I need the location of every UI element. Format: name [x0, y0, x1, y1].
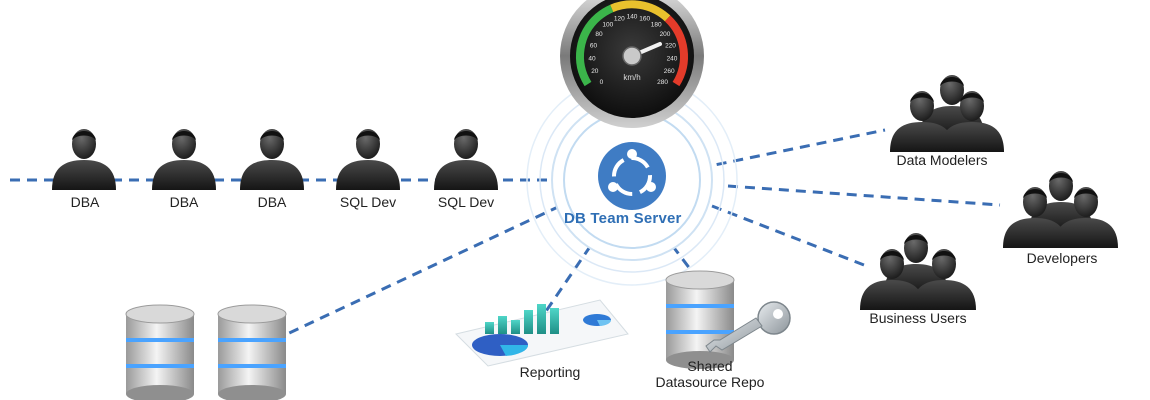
- speedometer-tick-label: 0: [600, 79, 604, 86]
- business-users-group-icon: [860, 233, 976, 310]
- speedometer-tick-label: 160: [639, 16, 650, 23]
- person-icon: [336, 129, 400, 190]
- speedometer-tick-label: 180: [651, 22, 662, 29]
- data-modelers-group-icon: [890, 75, 1004, 152]
- key-icon: [705, 301, 791, 353]
- speedometer-tick-label: 40: [588, 56, 596, 63]
- database-icon: [217, 304, 287, 400]
- team-member-label: DBA: [169, 194, 199, 210]
- database-icon: [125, 304, 195, 400]
- connector-databases: [284, 204, 561, 337]
- database-icon: [665, 270, 735, 370]
- speedometer-tick-label: 100: [602, 22, 613, 29]
- shared-repo-label-line1: Shared: [687, 358, 733, 374]
- team-member-label: SQL Dev: [437, 194, 495, 210]
- speedometer-tick-label: 240: [667, 56, 678, 63]
- reporting-icon: [455, 299, 629, 367]
- speedometer-tick-label: 140: [627, 14, 638, 21]
- team-member-label: DBA: [257, 194, 287, 210]
- speedometer-tick-label: 260: [664, 68, 675, 75]
- connector-data-modelers: [699, 128, 886, 170]
- reporting-label: Reporting: [519, 364, 581, 380]
- shared-repo-label-line2: Datasource Repo: [655, 374, 765, 390]
- team-server-icon: [598, 142, 666, 210]
- connector-business-users: [711, 204, 865, 267]
- speedometer-tick-label: 60: [590, 43, 598, 50]
- business-users-label: Business Users: [869, 310, 967, 326]
- person-icon: [52, 129, 116, 190]
- developers-label: Developers: [1026, 250, 1098, 266]
- connectors: [10, 110, 1001, 337]
- speedometer-tick-label: 80: [595, 31, 603, 38]
- connector-developers: [727, 184, 1001, 207]
- developers-group-icon: [1003, 171, 1118, 248]
- speedometer-tick-label: 120: [614, 16, 625, 23]
- speedometer-tick-label: 200: [660, 31, 671, 38]
- person-icon: [434, 129, 498, 190]
- data-modelers-label: Data Modelers: [896, 152, 988, 168]
- team-server-title: DB Team Server: [564, 210, 682, 227]
- speedometer-tick-label: 280: [657, 79, 668, 86]
- speedometer-tick-label: 20: [591, 68, 599, 75]
- speedometer-unit: km/h: [623, 73, 640, 82]
- person-icon: [152, 129, 216, 190]
- speedometer-tick-label: 220: [665, 43, 676, 50]
- person-icon: [240, 129, 304, 190]
- team-member-label: SQL Dev: [339, 194, 397, 210]
- team-member-label: DBA: [70, 194, 100, 210]
